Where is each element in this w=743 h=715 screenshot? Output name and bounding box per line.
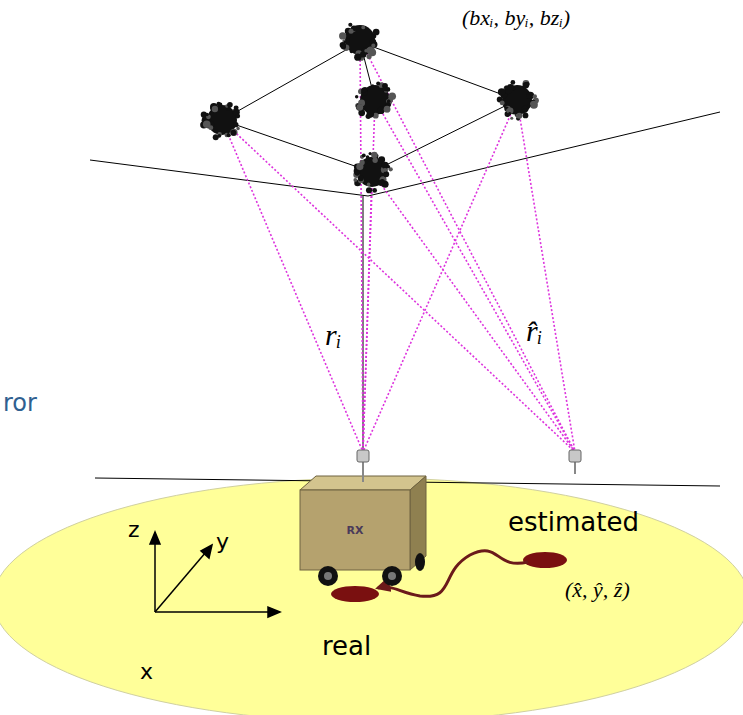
beacon bbox=[339, 23, 379, 61]
axis-label: y bbox=[216, 530, 229, 554]
robot-box: RX bbox=[300, 490, 410, 570]
beacon-blobs bbox=[200, 23, 539, 194]
beacon bbox=[353, 152, 393, 194]
real-position bbox=[331, 586, 379, 602]
range-lines bbox=[222, 40, 575, 452]
range-line bbox=[363, 100, 517, 452]
estimated-label: estimated bbox=[508, 508, 639, 537]
estimated-position bbox=[523, 552, 567, 568]
range-line bbox=[517, 100, 575, 452]
beacon bbox=[200, 102, 240, 141]
beacon-coordinates: (bxᵢ, byᵢ, bzᵢ) bbox=[462, 6, 570, 30]
range-line bbox=[363, 172, 372, 452]
range-line bbox=[222, 120, 363, 452]
estimated-range: r̂ᵢ bbox=[523, 314, 545, 347]
beacon bbox=[497, 80, 539, 121]
axis-label: x bbox=[140, 660, 153, 684]
range-line bbox=[372, 172, 575, 452]
axis-label: z bbox=[128, 518, 140, 542]
estimated-antenna bbox=[569, 450, 581, 474]
partial-caption: ror bbox=[3, 390, 37, 416]
real-label: real bbox=[322, 632, 371, 661]
axes bbox=[150, 532, 280, 617]
true-range: rᵢ bbox=[322, 318, 344, 351]
range-line bbox=[360, 40, 575, 452]
room-lines bbox=[90, 42, 720, 486]
robot-label: RX bbox=[347, 524, 364, 537]
range-line bbox=[222, 120, 575, 452]
rx-robot bbox=[300, 450, 426, 586]
floor-area bbox=[0, 478, 743, 715]
range-line bbox=[375, 100, 575, 452]
beacon bbox=[355, 81, 396, 119]
estimated-coordinates: (x̂, ŷ, ẑ) bbox=[565, 578, 630, 602]
